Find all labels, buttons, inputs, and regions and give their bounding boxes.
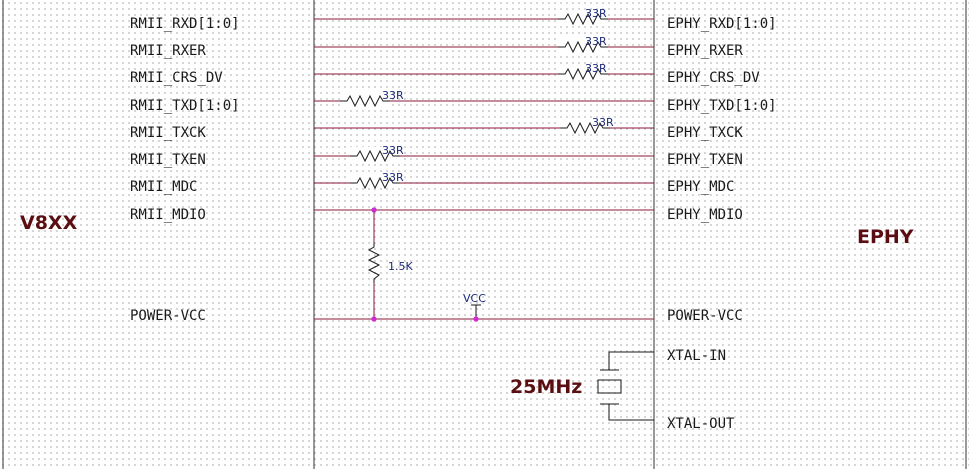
right-pin-label: EPHY_RXER [667,43,743,59]
xtal-in-pin-label: XTAL-IN [667,348,726,364]
power-net: POWER-VCC POWER-VCC VCC [130,292,743,324]
v8xx-chip-label: V8XX [20,212,78,234]
resistor-value-label: 33R [382,171,404,184]
junction-dot [371,207,377,213]
ephy-chip-outline [653,0,967,469]
mdio-pullup: 1.5K [367,210,413,319]
right-pin-label: EPHY_TXEN [667,152,743,168]
resistor-gap [340,92,390,106]
right-pin-label: EPHY_MDIO [667,207,743,223]
left-pin-label: RMII_MDIO [130,207,206,223]
resistor-icon [558,67,608,81]
junction-dot [371,316,377,322]
net-mdc: RMII_MDC EPHY_MDC 33R [130,171,734,195]
xtal-out-pin-label: XTAL-OUT [667,416,735,432]
resistor-icon [558,40,608,54]
crystal-in-lead [608,351,654,370]
resistor-value-label: 33R [382,144,404,157]
net-crs-dv: RMII_CRS_DV EPHY_CRS_DV 33R [130,62,760,86]
net-rxer: RMII_RXER EPHY_RXER 33R [130,35,743,59]
left-pin-label: RMII_TXCK [130,125,206,141]
signal-nets: RMII_RXD[1:0] EPHY_RXD[1:0] 33R RMII_RXE… [130,7,777,223]
resistor-value-label: 33R [585,7,607,20]
right-power-pin-label: POWER-VCC [667,308,743,324]
left-pin-label: RMII_CRS_DV [130,70,223,86]
resistor-gap [350,174,400,188]
pullup-value-label: 1.5K [388,260,413,273]
resistor-gap [558,38,608,52]
vcc-net-label: VCC [463,292,486,305]
left-pin-label: RMII_TXD[1:0] [130,98,240,114]
resistor-gap [560,119,610,133]
left-pin-label: RMII_TXEN [130,152,206,168]
right-pin-label: EPHY_MDC [667,179,734,195]
crystal-frequency-label: 25MHz [510,376,582,398]
right-pin-label: EPHY_RXD[1:0] [667,16,777,32]
net-rxd: RMII_RXD[1:0] EPHY_RXD[1:0] 33R [130,7,777,32]
resistor-icon [367,243,381,283]
right-pin-label: EPHY_TXD[1:0] [667,98,777,114]
left-power-pin-label: POWER-VCC [130,308,206,324]
resistor-gap [558,65,608,79]
resistor-icon [560,121,610,135]
resistor-value-label: 33R [382,89,404,102]
left-pin-label: RMII_MDC [130,179,197,195]
right-pin-label: EPHY_TXCK [667,125,743,141]
junction-dot [473,316,479,322]
resistor-value-label: 33R [585,62,607,75]
resistor-icon [340,94,390,108]
resistor-value-label: 33R [585,35,607,48]
crystal-out-lead [608,404,654,421]
resistor-gap [350,147,400,161]
resistor-icon [350,149,400,163]
left-pin-label: RMII_RXER [130,43,206,59]
crystal-25mhz: 25MHz XTAL-IN XTAL-OUT [510,348,735,432]
ephy-chip-label: EPHY [857,226,914,248]
resistor-icon [350,176,400,190]
v8xx-chip-outline [2,0,315,469]
resistor-gap [558,10,608,24]
net-mdio: RMII_MDIO EPHY_MDIO [130,207,743,223]
net-txd: RMII_TXD[1:0] EPHY_TXD[1:0] 33R [130,89,777,114]
right-pin-label: EPHY_CRS_DV [667,70,760,86]
resistor-icon [558,12,608,26]
net-txen: RMII_TXEN EPHY_TXEN 33R [130,144,743,168]
crystal-body-icon [597,379,622,394]
resistor-value-label: 33R [592,116,614,129]
net-txck: RMII_TXCK EPHY_TXCK 33R [130,116,743,141]
left-pin-label: RMII_RXD[1:0] [130,16,240,32]
